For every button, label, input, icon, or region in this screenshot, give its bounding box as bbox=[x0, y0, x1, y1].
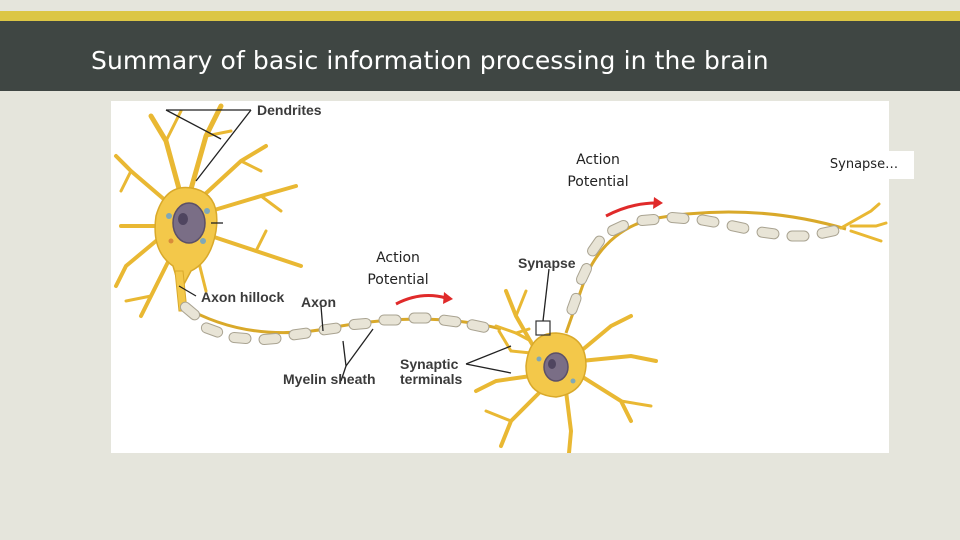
slide-title: Summary of basic information processing … bbox=[91, 46, 769, 75]
label-synaptic-terminals: Synaptic terminals bbox=[400, 357, 462, 387]
neuron-diagram: Dendrites Axon hillock Axon Myelin sheat… bbox=[111, 101, 889, 453]
action-potential-label-2: Action Potential bbox=[558, 149, 638, 193]
action-potential-arrow-2 bbox=[605, 201, 657, 218]
action-potential-arrow-1 bbox=[395, 294, 447, 306]
label-synaptic-line1: Synaptic bbox=[400, 356, 459, 372]
synapse-callout[interactable]: Synapse… bbox=[814, 151, 914, 179]
label-synapse: Synapse bbox=[518, 255, 576, 271]
myelin-sheath-segments-2 bbox=[566, 211, 840, 316]
action-potential-2-line1: Action bbox=[576, 152, 620, 168]
action-potential-label-1: Action Potential bbox=[358, 247, 438, 291]
label-synaptic-line2: terminals bbox=[400, 371, 463, 387]
neuron-1-nucleus bbox=[172, 202, 206, 244]
accent-stripe bbox=[0, 11, 960, 21]
neuron-2-nucleus bbox=[543, 352, 569, 382]
synapse-marker bbox=[535, 320, 551, 336]
action-potential-2-line2: Potential bbox=[567, 174, 629, 190]
label-dendrites: Dendrites bbox=[257, 102, 322, 118]
action-potential-1-line2: Potential bbox=[367, 272, 429, 288]
neuron-illustration bbox=[114, 103, 888, 453]
title-bar bbox=[0, 21, 960, 91]
label-axon-hillock: Axon hillock bbox=[201, 289, 285, 305]
action-potential-1-line1: Action bbox=[376, 250, 420, 266]
neuron-1-dendrites bbox=[114, 103, 303, 318]
label-myelin-sheath: Myelin sheath bbox=[283, 371, 376, 387]
myelin-sheath-segments bbox=[179, 301, 490, 346]
label-axon: Axon bbox=[301, 294, 336, 310]
neuron-2-dendrites bbox=[474, 289, 658, 453]
